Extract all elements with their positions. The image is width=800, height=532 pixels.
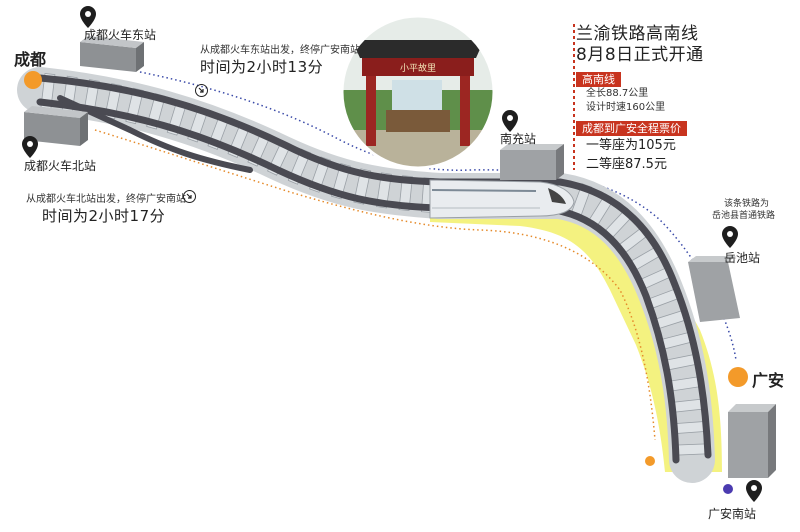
location-pin-icon	[746, 480, 762, 502]
arrow-right-icon	[195, 84, 208, 97]
info-box: 兰渝铁路高南线 8月8日正式开通 高南线 全长88.7公里 设计时速160公里 …	[576, 24, 726, 174]
line-length: 全长88.7公里	[586, 88, 649, 99]
track-sleeper	[398, 175, 413, 212]
building-chengdu-north	[24, 106, 88, 146]
location-pin-icon	[80, 6, 96, 28]
location-pin-icon	[22, 136, 38, 158]
train	[429, 179, 575, 219]
arrow-glyph-icon	[198, 87, 204, 93]
route-north-dotted	[94, 129, 656, 441]
end-dot-orange	[645, 456, 655, 466]
city-label-chengdu: 成都	[14, 50, 47, 69]
station-label-nanchong: 南充站	[500, 132, 537, 146]
line-speed: 设计时速160公里	[586, 102, 666, 113]
end-dot-blue	[723, 484, 733, 494]
route-north-time: 时间为2小时17分	[42, 207, 166, 225]
track-sleeper	[674, 443, 710, 456]
station-label-chengdu-east: 成都火车东站	[84, 28, 157, 42]
photo-sign-text: 小平故里	[400, 62, 436, 74]
route-east-desc: 从成都火车东站出发，终停广安南站	[200, 45, 360, 56]
section-line-header: 高南线	[576, 72, 621, 87]
info-title-line2: 8月8日正式开通	[576, 45, 704, 65]
station-label-yuechi: 岳池站	[724, 251, 761, 265]
station-label-guangan-south: 广安南站	[708, 507, 757, 521]
route-east-dotted	[139, 71, 737, 361]
building-nanchong	[500, 144, 564, 180]
fare-first-class: 一等座为105元	[586, 138, 676, 153]
track-sleeper	[376, 172, 392, 209]
section-fare-header: 成都到广安全程票价	[576, 121, 687, 136]
building-guangan-south	[728, 404, 776, 478]
city-dot-chengdu	[24, 71, 42, 89]
route-note-north: 从成都火车北站出发，终停广安南站 时间为2小时17分	[26, 190, 186, 226]
building-chengdu-east	[80, 36, 144, 72]
yuechi-note-line1: 该条铁路为	[724, 199, 770, 209]
route-north-desc: 从成都火车北站出发，终停广安南站	[26, 194, 186, 205]
building-yuechi	[688, 256, 740, 322]
station-label-chengdu-north: 成都火车北站	[24, 159, 97, 173]
photo-frame	[340, 14, 496, 170]
route-east-time: 时间为2小时13分	[200, 58, 324, 76]
yuechi-note-line2: 岳池县首通铁路	[712, 211, 776, 221]
location-pin-icon	[722, 226, 738, 248]
arrow-glyph-icon	[186, 193, 192, 199]
arrow-right-icon	[183, 190, 196, 203]
location-pin-icon	[502, 110, 518, 132]
city-label-guangan: 广安	[752, 371, 785, 390]
city-dot-guangan	[728, 367, 748, 387]
route-note-east: 从成都火车东站出发，终停广安南站 时间为2小时13分	[200, 41, 360, 77]
info-title-line1: 兰渝铁路高南线	[576, 24, 699, 44]
fare-second-class: 二等座87.5元	[586, 157, 667, 172]
